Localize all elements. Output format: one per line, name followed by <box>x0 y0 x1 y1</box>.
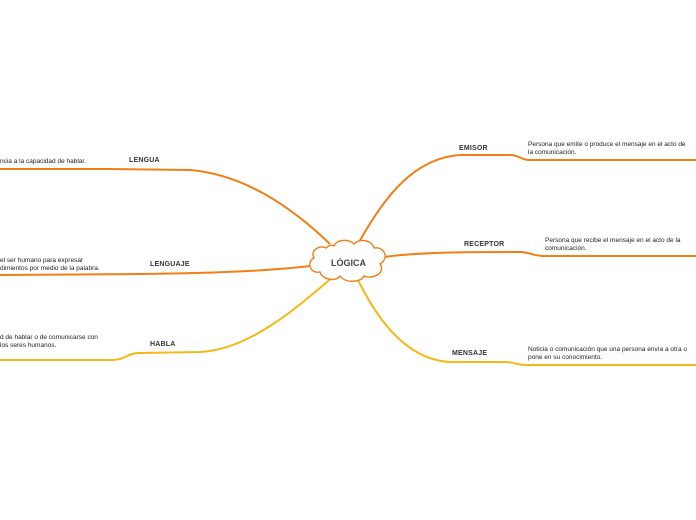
branch-line-receptor <box>383 250 696 258</box>
branch-line-mensaje <box>357 279 696 366</box>
central-topic-cloud[interactable] <box>309 239 386 282</box>
branch-label-mensaje[interactable]: MENSAJE <box>452 350 488 357</box>
branch-line-habla <box>0 275 335 361</box>
branch-label-emisor[interactable]: EMISOR <box>459 145 488 152</box>
branch-note-lengua: ncia a la capacidad de hablar. <box>0 158 87 165</box>
branch-note-habla: d de hablar o de comunicarse con los ser… <box>0 334 98 349</box>
branch-label-lengua[interactable]: LENGUA <box>129 157 160 164</box>
branch-line-emisor <box>357 154 696 245</box>
branch-note-receptor: Persona que recibe el mensaje en el acto… <box>545 237 681 252</box>
branch-line-lengua <box>0 168 331 245</box>
branch-note-mensaje: Noticia o comunicación que una persona e… <box>528 346 687 361</box>
branch-note-lenguaje: el ser humano para expresar dimientos po… <box>0 257 100 272</box>
branch-note-emisor: Persona que emite o produce el mensaje e… <box>528 141 686 156</box>
central-topic-label: LÓGICA <box>331 258 366 268</box>
branch-label-lenguaje[interactable]: LENGUAJE <box>150 261 190 268</box>
branch-line-lenguaje <box>0 264 319 276</box>
branch-label-habla[interactable]: HABLA <box>150 341 176 348</box>
branch-label-receptor[interactable]: RECEPTOR <box>464 241 505 248</box>
